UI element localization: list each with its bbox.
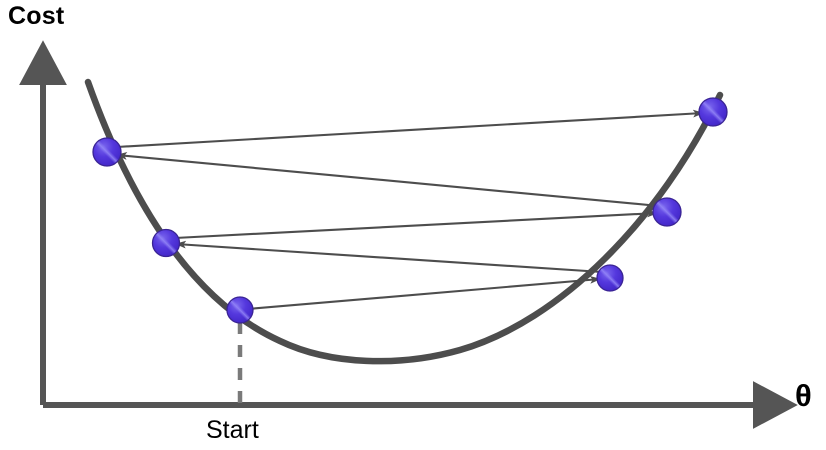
y-axis-label: Cost	[8, 2, 65, 30]
point-step-1	[596, 264, 624, 292]
step-arrow-4	[116, 152, 660, 208]
step-arrows-group	[116, 109, 704, 311]
step-arrow-1	[247, 275, 601, 311]
point-step-3	[652, 197, 682, 227]
point-start	[226, 296, 254, 324]
x-axis-label: θ	[795, 378, 812, 413]
step-arrow-5	[116, 109, 704, 149]
cost-curve	[84, 78, 724, 365]
point-step-4	[92, 137, 122, 167]
step-arrow-3	[174, 209, 658, 240]
point-step-2	[151, 228, 181, 258]
point-step-5	[698, 97, 728, 127]
axes-group	[19, 40, 798, 429]
start-annotation-label: Start	[206, 416, 259, 444]
step-arrow-2	[175, 240, 603, 274]
iterate-points-group	[92, 97, 728, 324]
